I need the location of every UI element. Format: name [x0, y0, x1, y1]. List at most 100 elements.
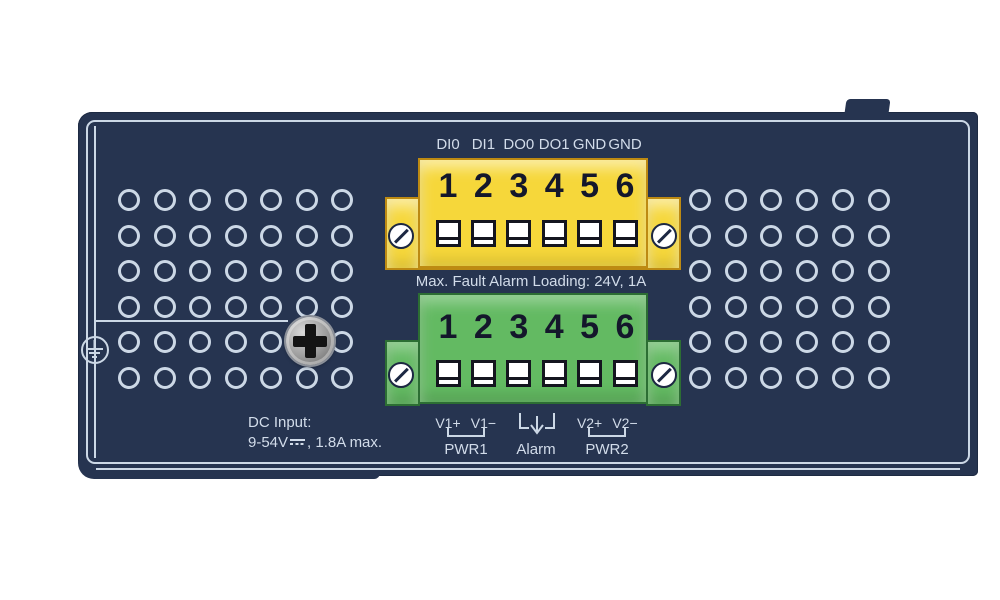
- vent-hole: [760, 366, 783, 389]
- screw-terminal-clamp: [541, 220, 567, 247]
- vent-hole: [260, 224, 282, 247]
- vent-hole: [796, 260, 819, 282]
- screw-terminal-clamp: [577, 220, 603, 247]
- ground-wire: [95, 320, 288, 322]
- vent-hole: [760, 331, 783, 353]
- vent-hole: [260, 366, 282, 389]
- vent-hole: [295, 189, 318, 211]
- terminal-pin-label: V1−: [470, 415, 497, 431]
- pwr1-bracket: [447, 427, 485, 437]
- vent-hole: [189, 366, 211, 389]
- pwr2-bracket: [588, 427, 626, 437]
- vent-hole: [224, 189, 247, 211]
- dc-symbol-icon: [290, 438, 306, 445]
- vent-hole: [331, 260, 353, 282]
- vent-hole: [295, 295, 318, 318]
- terminal-number: 5: [580, 308, 600, 346]
- casing-lip-bottom-left: [78, 462, 380, 479]
- terminal-pin-label: V2−: [612, 415, 638, 431]
- vent-hole: [796, 366, 819, 389]
- fault-alarm-caption: Max. Fault Alarm Loading: 24V, 1A: [415, 273, 647, 290]
- terminal-pin-label: DO0: [503, 136, 535, 153]
- screw-terminal-clamp: [470, 360, 496, 387]
- vent-hole: [189, 189, 211, 211]
- phillips-screw: [286, 317, 334, 365]
- screw-terminal-clamp: [541, 360, 567, 387]
- terminal-divider-line: [509, 237, 529, 240]
- flange-screw-icon: [388, 362, 414, 388]
- vent-hole: [724, 224, 747, 247]
- vent-hole: [224, 366, 247, 389]
- vent-hole: [689, 189, 711, 211]
- alarm-label: Alarm: [516, 441, 556, 458]
- vent-hole: [224, 224, 247, 247]
- panel-edge-line-left: [94, 126, 96, 458]
- terminal-pin-label: GND: [608, 136, 642, 153]
- terminal-divider-line: [438, 237, 458, 240]
- vent-hole: [760, 260, 783, 282]
- di-do-terminal-block: [418, 158, 648, 270]
- vent-hole: [118, 295, 140, 318]
- vent-hole: [796, 189, 819, 211]
- screw-terminal-clamp: [435, 220, 461, 247]
- vent-hole: [118, 189, 140, 211]
- vent-hole: [153, 295, 176, 318]
- alarm-arrow-icon: [519, 413, 555, 435]
- terminal-number: 6: [615, 308, 635, 346]
- vent-hole: [118, 366, 140, 389]
- dc-current: , 1.8A max.: [307, 434, 383, 451]
- terminal-divider-line: [615, 377, 635, 380]
- vent-hole: [189, 224, 211, 247]
- terminal-pin-label: GND: [572, 136, 607, 153]
- vent-hole: [831, 189, 854, 211]
- vent-hole: [295, 366, 318, 389]
- terminal-number: 2: [473, 308, 493, 346]
- terminal-number: 5: [580, 167, 600, 205]
- vent-hole: [331, 331, 353, 353]
- panel-face-outline: [86, 120, 970, 464]
- vent-hole: [760, 189, 783, 211]
- terminal-pin-label: V1+: [435, 415, 461, 431]
- vent-hole: [867, 295, 890, 318]
- vent-hole: [331, 189, 353, 211]
- terminal-number: 4: [544, 167, 564, 205]
- terminal-divider-line: [438, 377, 458, 380]
- vent-hole: [189, 260, 211, 282]
- vent-hole: [224, 260, 247, 282]
- terminal-pin-label: DI0: [436, 136, 460, 153]
- vent-hole: [260, 331, 282, 353]
- terminal-divider-line: [615, 237, 635, 240]
- vent-hole: [689, 295, 711, 318]
- terminal-number: 3: [509, 308, 529, 346]
- vent-hole: [831, 224, 854, 247]
- vent-hole: [831, 295, 854, 318]
- vent-hole: [796, 224, 819, 247]
- vent-hole: [153, 224, 176, 247]
- terminal-number: 4: [544, 308, 564, 346]
- vent-hole: [189, 295, 211, 318]
- vent-hole: [331, 224, 353, 247]
- vent-hole: [224, 331, 247, 353]
- vent-hole: [153, 260, 176, 282]
- pwr1-label: PWR1: [444, 441, 488, 458]
- dc-input-title: DC Input:: [248, 414, 312, 431]
- vent-hole: [867, 331, 890, 353]
- vent-hole: [724, 260, 747, 282]
- vent-hole: [118, 224, 140, 247]
- terminal-divider-line: [580, 377, 600, 380]
- earth-ground-icon: [81, 336, 109, 364]
- vent-hole: [118, 331, 140, 353]
- terminal-divider-line: [509, 377, 529, 380]
- vent-hole: [331, 366, 353, 389]
- vent-hole: [689, 331, 711, 353]
- terminal-divider-line: [544, 377, 564, 380]
- vent-hole: [831, 331, 854, 353]
- vent-hole: [867, 189, 890, 211]
- pwr2-label: PWR2: [585, 441, 629, 458]
- screw-terminal-clamp: [435, 360, 461, 387]
- screw-terminal-clamp: [506, 220, 532, 247]
- terminal-number: 1: [438, 308, 458, 346]
- vent-hole: [331, 295, 353, 318]
- screw-cross-icon: [293, 335, 327, 347]
